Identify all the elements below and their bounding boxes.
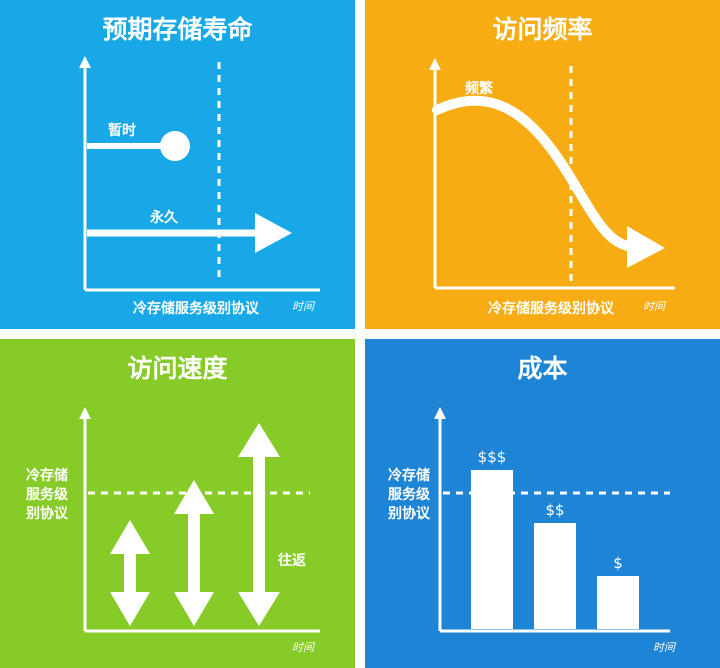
y-axis-arrowhead [429,58,441,70]
frequency-decline-curve [432,95,638,252]
lifetime-diagram [79,56,320,292]
sla-label-line: 服务级 [388,487,430,503]
x-axis-label: 时间 [653,641,675,654]
y-axis-arrowhead [79,407,91,419]
cost-bar [534,523,576,629]
panel-access-speed: 访问速度 冷存储 服务级 别协议 往返 时间 [0,339,355,668]
sla-label: 冷存储 服务级 别协议 [388,467,430,524]
frequency-diagram [429,58,675,290]
temporary-label: 暂时 [108,123,136,139]
cost-bar-label: $ [613,554,623,572]
speed-arrow-short [110,520,150,626]
speed-arrow-medium [174,480,214,626]
curve-arrowhead [627,226,665,268]
cost-bars [471,470,639,629]
panel-title: 访问速度 [127,354,228,383]
sla-label-line: 别协议 [26,506,68,522]
permanent-label: 永久 [150,210,178,226]
cost-bar-chart [434,407,670,633]
panel-title: 成本 [517,354,568,383]
sla-label-line: 服务级 [26,487,68,503]
roundtrip-label: 往返 [278,553,306,569]
cost-bar-label: $$$ [477,448,507,466]
y-axis-arrowhead [79,56,91,68]
temporary-endpoint-dot [160,131,190,161]
sla-label-line: 别协议 [388,506,430,522]
sla-label: 冷存储服务级别协议 [488,301,614,317]
y-axis-arrowhead [434,407,446,419]
x-axis-label: 时间 [292,641,314,654]
cost-bar [597,576,639,629]
panel-cost: 成本 $$$$$$ 冷存储 服务级 别协议 时间 [365,339,720,668]
frequent-label: 频繁 [465,81,493,97]
cost-bar [471,470,513,629]
speed-arrow-roundtrip [238,423,280,626]
cost-bar-label: $$ [545,501,565,519]
speed-diagram [79,407,320,633]
sla-label-line: 冷存储 [388,468,430,484]
x-axis-label: 时间 [292,300,314,313]
permanent-arrowhead [255,213,292,253]
panel-title: 访问频率 [492,15,593,44]
sla-label: 冷存储 服务级 别协议 [26,467,68,524]
panel-title: 预期存储寿命 [102,15,253,44]
panel-storage-lifetime: 预期存储寿命 暂时 永久 冷存储服务级别协议 时间 [0,0,355,329]
sla-label: 冷存储服务级别协议 [133,301,259,317]
sla-label-line: 冷存储 [26,468,68,484]
x-axis-label: 时间 [643,300,665,313]
panel-access-frequency: 访问频率 频繁 冷存储服务级别协议 时间 [365,0,720,329]
